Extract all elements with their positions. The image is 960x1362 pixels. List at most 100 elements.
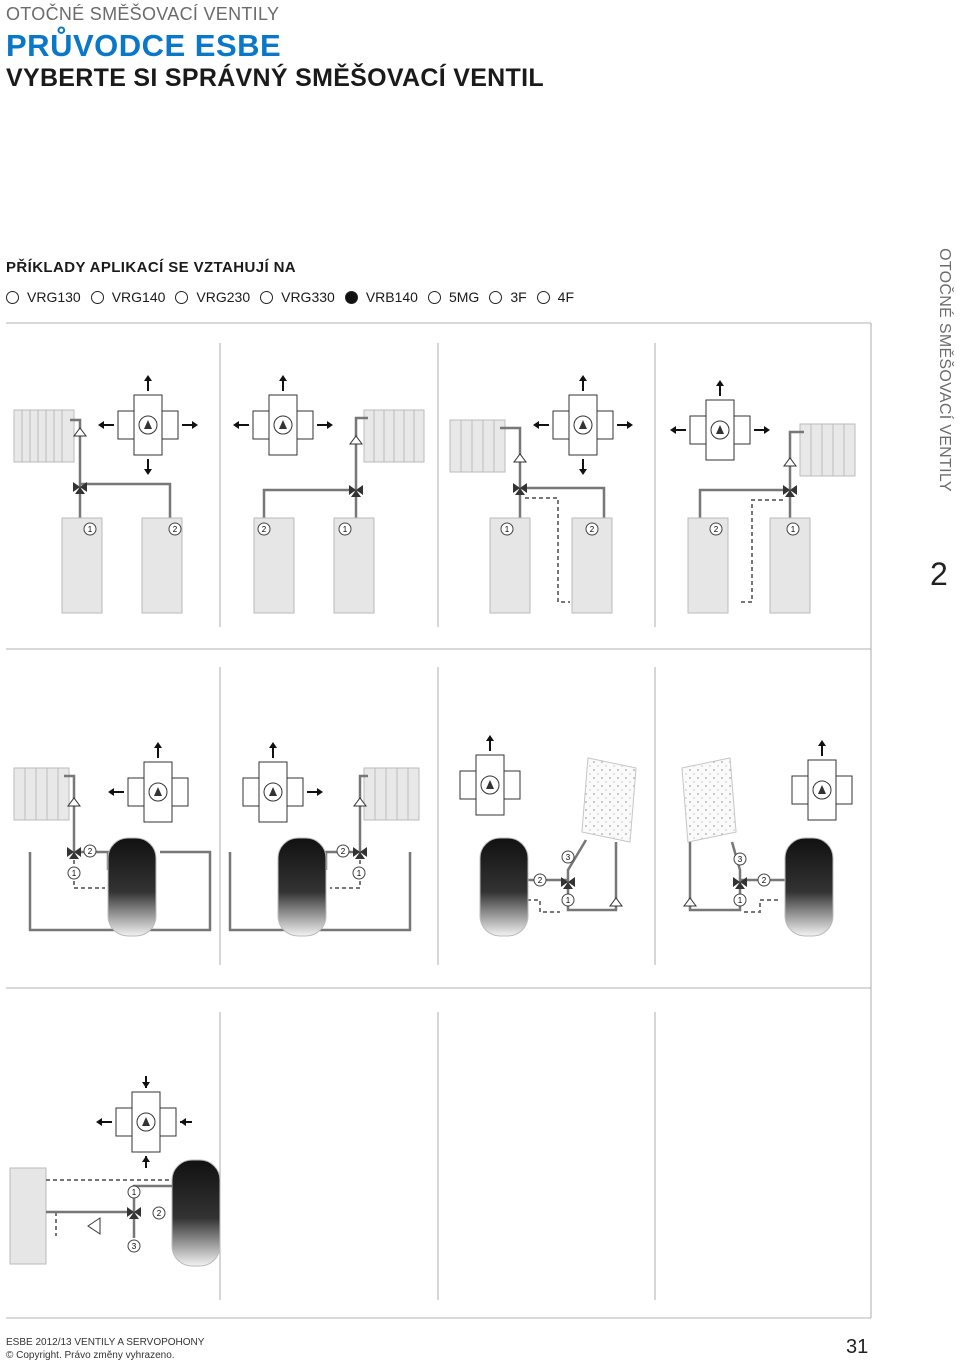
- valve-body: [533, 375, 633, 475]
- diagram-panel-8: 3 2 1: [681, 740, 853, 937]
- page-subtitle: VYBERTE SI SPRÁVNÝ SMĚŠOVACÍ VENTIL: [6, 64, 544, 92]
- radio-icon: [489, 290, 503, 304]
- valve-label: VRB140: [365, 289, 418, 305]
- storage-tank: [171, 1159, 221, 1267]
- valve-item-vrg230: VRG230: [175, 289, 250, 305]
- radiator: [13, 409, 75, 463]
- port-label-1: 1: [791, 525, 796, 534]
- port-label-2: 2: [173, 525, 178, 534]
- radio-selected-icon: [344, 290, 358, 304]
- radio-icon: [536, 290, 550, 304]
- port-label-2: 2: [157, 1209, 162, 1218]
- radiator: [799, 423, 856, 477]
- port-label-3: 3: [566, 853, 571, 862]
- valve-body: [98, 375, 198, 475]
- pump-icon: [783, 457, 797, 467]
- boiler-unit: [9, 1167, 47, 1265]
- valve-label: 3F: [510, 289, 527, 305]
- solar-collector: [581, 757, 637, 843]
- port-label-2: 2: [341, 847, 346, 856]
- pump-icon: [353, 797, 367, 807]
- diagram-panel-4: 2 1: [670, 380, 856, 614]
- port-label-1: 1: [566, 896, 571, 905]
- valve-item-vrg140: VRG140: [90, 289, 166, 305]
- panel-grid: [6, 322, 872, 1319]
- storage-tank: [479, 837, 529, 937]
- valve-item-vrb140: VRB140: [344, 289, 418, 305]
- valve-body: [233, 375, 333, 456]
- valve-label: VRG230: [196, 289, 251, 305]
- valve-label: VRG140: [111, 289, 166, 305]
- valve-item-vrg130: VRG130: [6, 289, 81, 305]
- mixing-valve-icon: [353, 847, 367, 859]
- port-label-2: 2: [538, 876, 543, 885]
- valve-label: 5MG: [448, 289, 480, 305]
- valve-item-5mg: 5MG: [427, 289, 480, 305]
- valve-body: [459, 735, 521, 816]
- radio-icon: [175, 290, 189, 304]
- page-number: 31: [846, 1336, 869, 1358]
- footer-copyright: © Copyright. Právo změny vyhrazeno.: [6, 1350, 175, 1361]
- mixing-valve-icon: [127, 1207, 141, 1219]
- diagram-panel-7: 3 2 1: [459, 735, 637, 937]
- diagram-panel-3: 1 2: [449, 375, 633, 614]
- radiator: [363, 767, 420, 821]
- footer: ESBE 2012/13 VENTILY A SERVOPOHONY © Cop…: [6, 1336, 204, 1362]
- valve-label: VRG330: [281, 289, 335, 305]
- port-label-1: 1: [357, 869, 362, 878]
- page-title: PRŮVODCE ESBE: [6, 28, 282, 63]
- pump-icon: [683, 897, 697, 907]
- valve-item-3f: 3F: [489, 289, 527, 305]
- mixing-valve-icon: [561, 877, 575, 889]
- port-label-1: 1: [88, 525, 93, 534]
- valve-body: [108, 742, 189, 823]
- valve-item-vrg330: VRG330: [260, 289, 335, 305]
- radio-icon: [427, 290, 441, 304]
- radiator: [363, 409, 425, 463]
- boiler-unit: [61, 517, 183, 614]
- valve-body: [242, 742, 323, 823]
- diagram-panel-1: 1 2: [13, 375, 198, 614]
- diagram-panel-6: 2 1: [228, 742, 420, 937]
- valve-body: [96, 1076, 192, 1168]
- port-label-1: 1: [738, 896, 743, 905]
- port-label-2: 2: [762, 876, 767, 885]
- applications-heading: PŘÍKLADY APLIKACÍ SE VZTAHUJÍ NA: [6, 259, 297, 276]
- valve-list: VRG130 VRG140 VRG230 VRG330 VRB140 5MG 3…: [6, 289, 584, 305]
- mixing-valve-icon: [67, 847, 81, 859]
- valve-label: 4F: [557, 289, 574, 305]
- storage-tank: [277, 837, 327, 937]
- pump-icon: [87, 1217, 101, 1235]
- mixing-valve-icon: [349, 485, 363, 497]
- radiator: [449, 419, 506, 473]
- storage-tank: [784, 837, 834, 937]
- port-label-1: 1: [132, 1188, 137, 1197]
- port-label-1: 1: [505, 525, 510, 534]
- section-kicker: OTOČNÉ SMĚŠOVACÍ VENTILY: [6, 4, 280, 24]
- pump-icon: [349, 435, 363, 445]
- radio-icon: [260, 290, 274, 304]
- port-label-3: 3: [738, 855, 743, 864]
- valve-item-4f: 4F: [536, 289, 574, 305]
- port-label-1: 1: [343, 525, 348, 534]
- mixing-valve-icon: [513, 483, 527, 495]
- pump-icon: [67, 797, 81, 807]
- diagram-panel-9: 1 2 3: [9, 1076, 221, 1267]
- pump-icon: [609, 897, 623, 907]
- diagram-panel-2: 2 1: [233, 375, 425, 614]
- mixing-valve-icon: [733, 877, 747, 889]
- port-label-3: 3: [132, 1242, 137, 1251]
- pump-icon: [513, 453, 527, 463]
- diagram-panel-5: 2 1: [13, 742, 212, 937]
- chapter-number: 2: [930, 556, 948, 592]
- boiler-unit: [253, 517, 375, 614]
- footer-line-1: ESBE 2012/13 VENTILY A SERVOPOHONY: [6, 1337, 205, 1348]
- port-label-2: 2: [590, 525, 595, 534]
- radio-icon: [90, 290, 104, 304]
- radio-icon: [6, 290, 19, 304]
- radiator: [13, 767, 70, 821]
- port-label-2: 2: [88, 847, 93, 856]
- mixing-valve-icon: [783, 485, 797, 497]
- pump-icon: [73, 427, 87, 437]
